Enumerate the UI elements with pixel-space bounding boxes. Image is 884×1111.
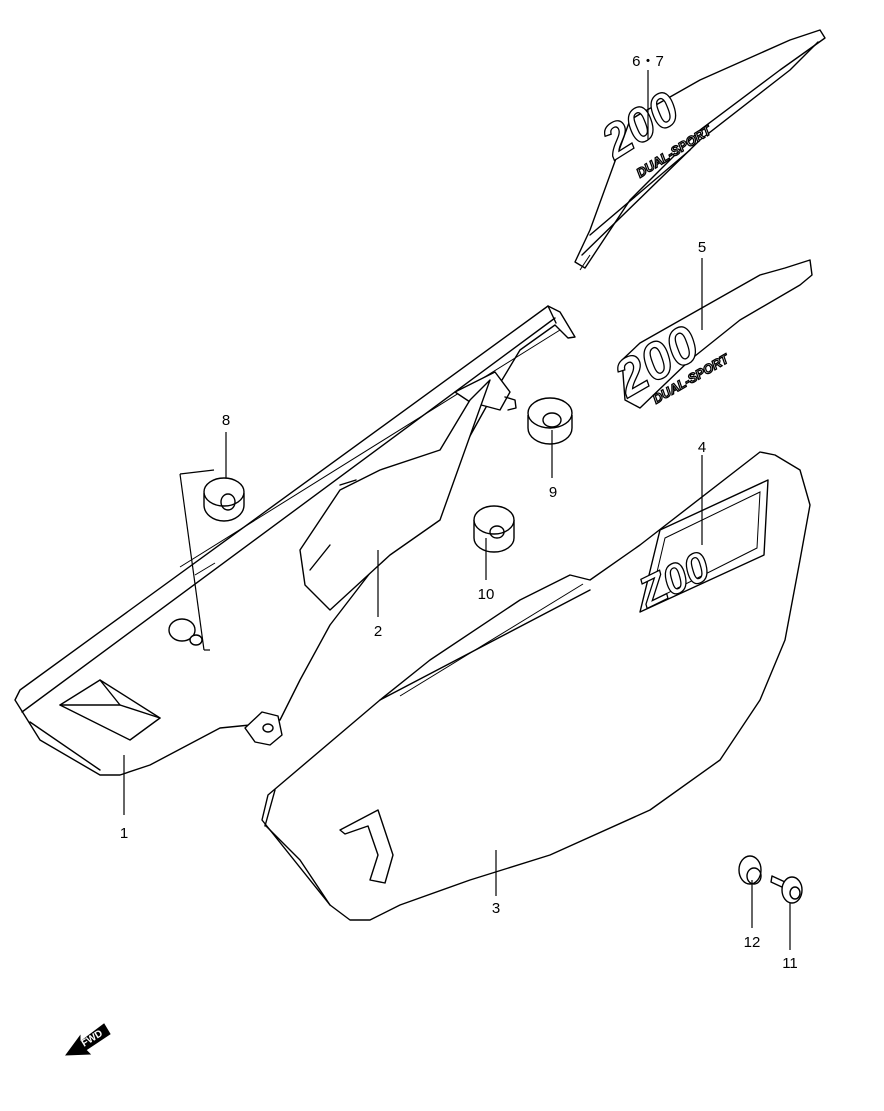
callout-3: 3 — [492, 900, 500, 917]
forward-arrow-icon: FWD — [64, 1023, 111, 1056]
callout-11: 11 — [782, 955, 798, 972]
callout-2: 2 — [374, 623, 382, 640]
callout-9: 9 — [549, 484, 557, 501]
collar-part-10 — [473, 505, 515, 553]
inner-panel — [299, 379, 491, 611]
callout-6-7: 6・7 — [632, 53, 664, 70]
callout-4: 4 — [698, 439, 706, 456]
callout-5: 5 — [698, 239, 706, 256]
callout-1: 1 — [120, 825, 128, 842]
decal-tank: 200 DUAL-SPORT — [574, 29, 826, 271]
grommet-part-12 — [738, 855, 762, 885]
callout-labels: 1 2 3 4 5 6・7 8 9 10 11 12 — [120, 53, 798, 972]
decal-200-dual-sport: 200 DUAL-SPORT — [603, 259, 813, 410]
callout-12: 12 — [744, 934, 761, 951]
side-cover-right: Z00 — [261, 451, 811, 921]
grommet-part-8 — [203, 477, 245, 522]
screw-part-11 — [770, 875, 803, 904]
grommet-part-9 — [527, 397, 573, 445]
leader-lines — [123, 70, 791, 950]
callout-10: 10 — [478, 586, 495, 603]
callout-8: 8 — [222, 412, 230, 429]
